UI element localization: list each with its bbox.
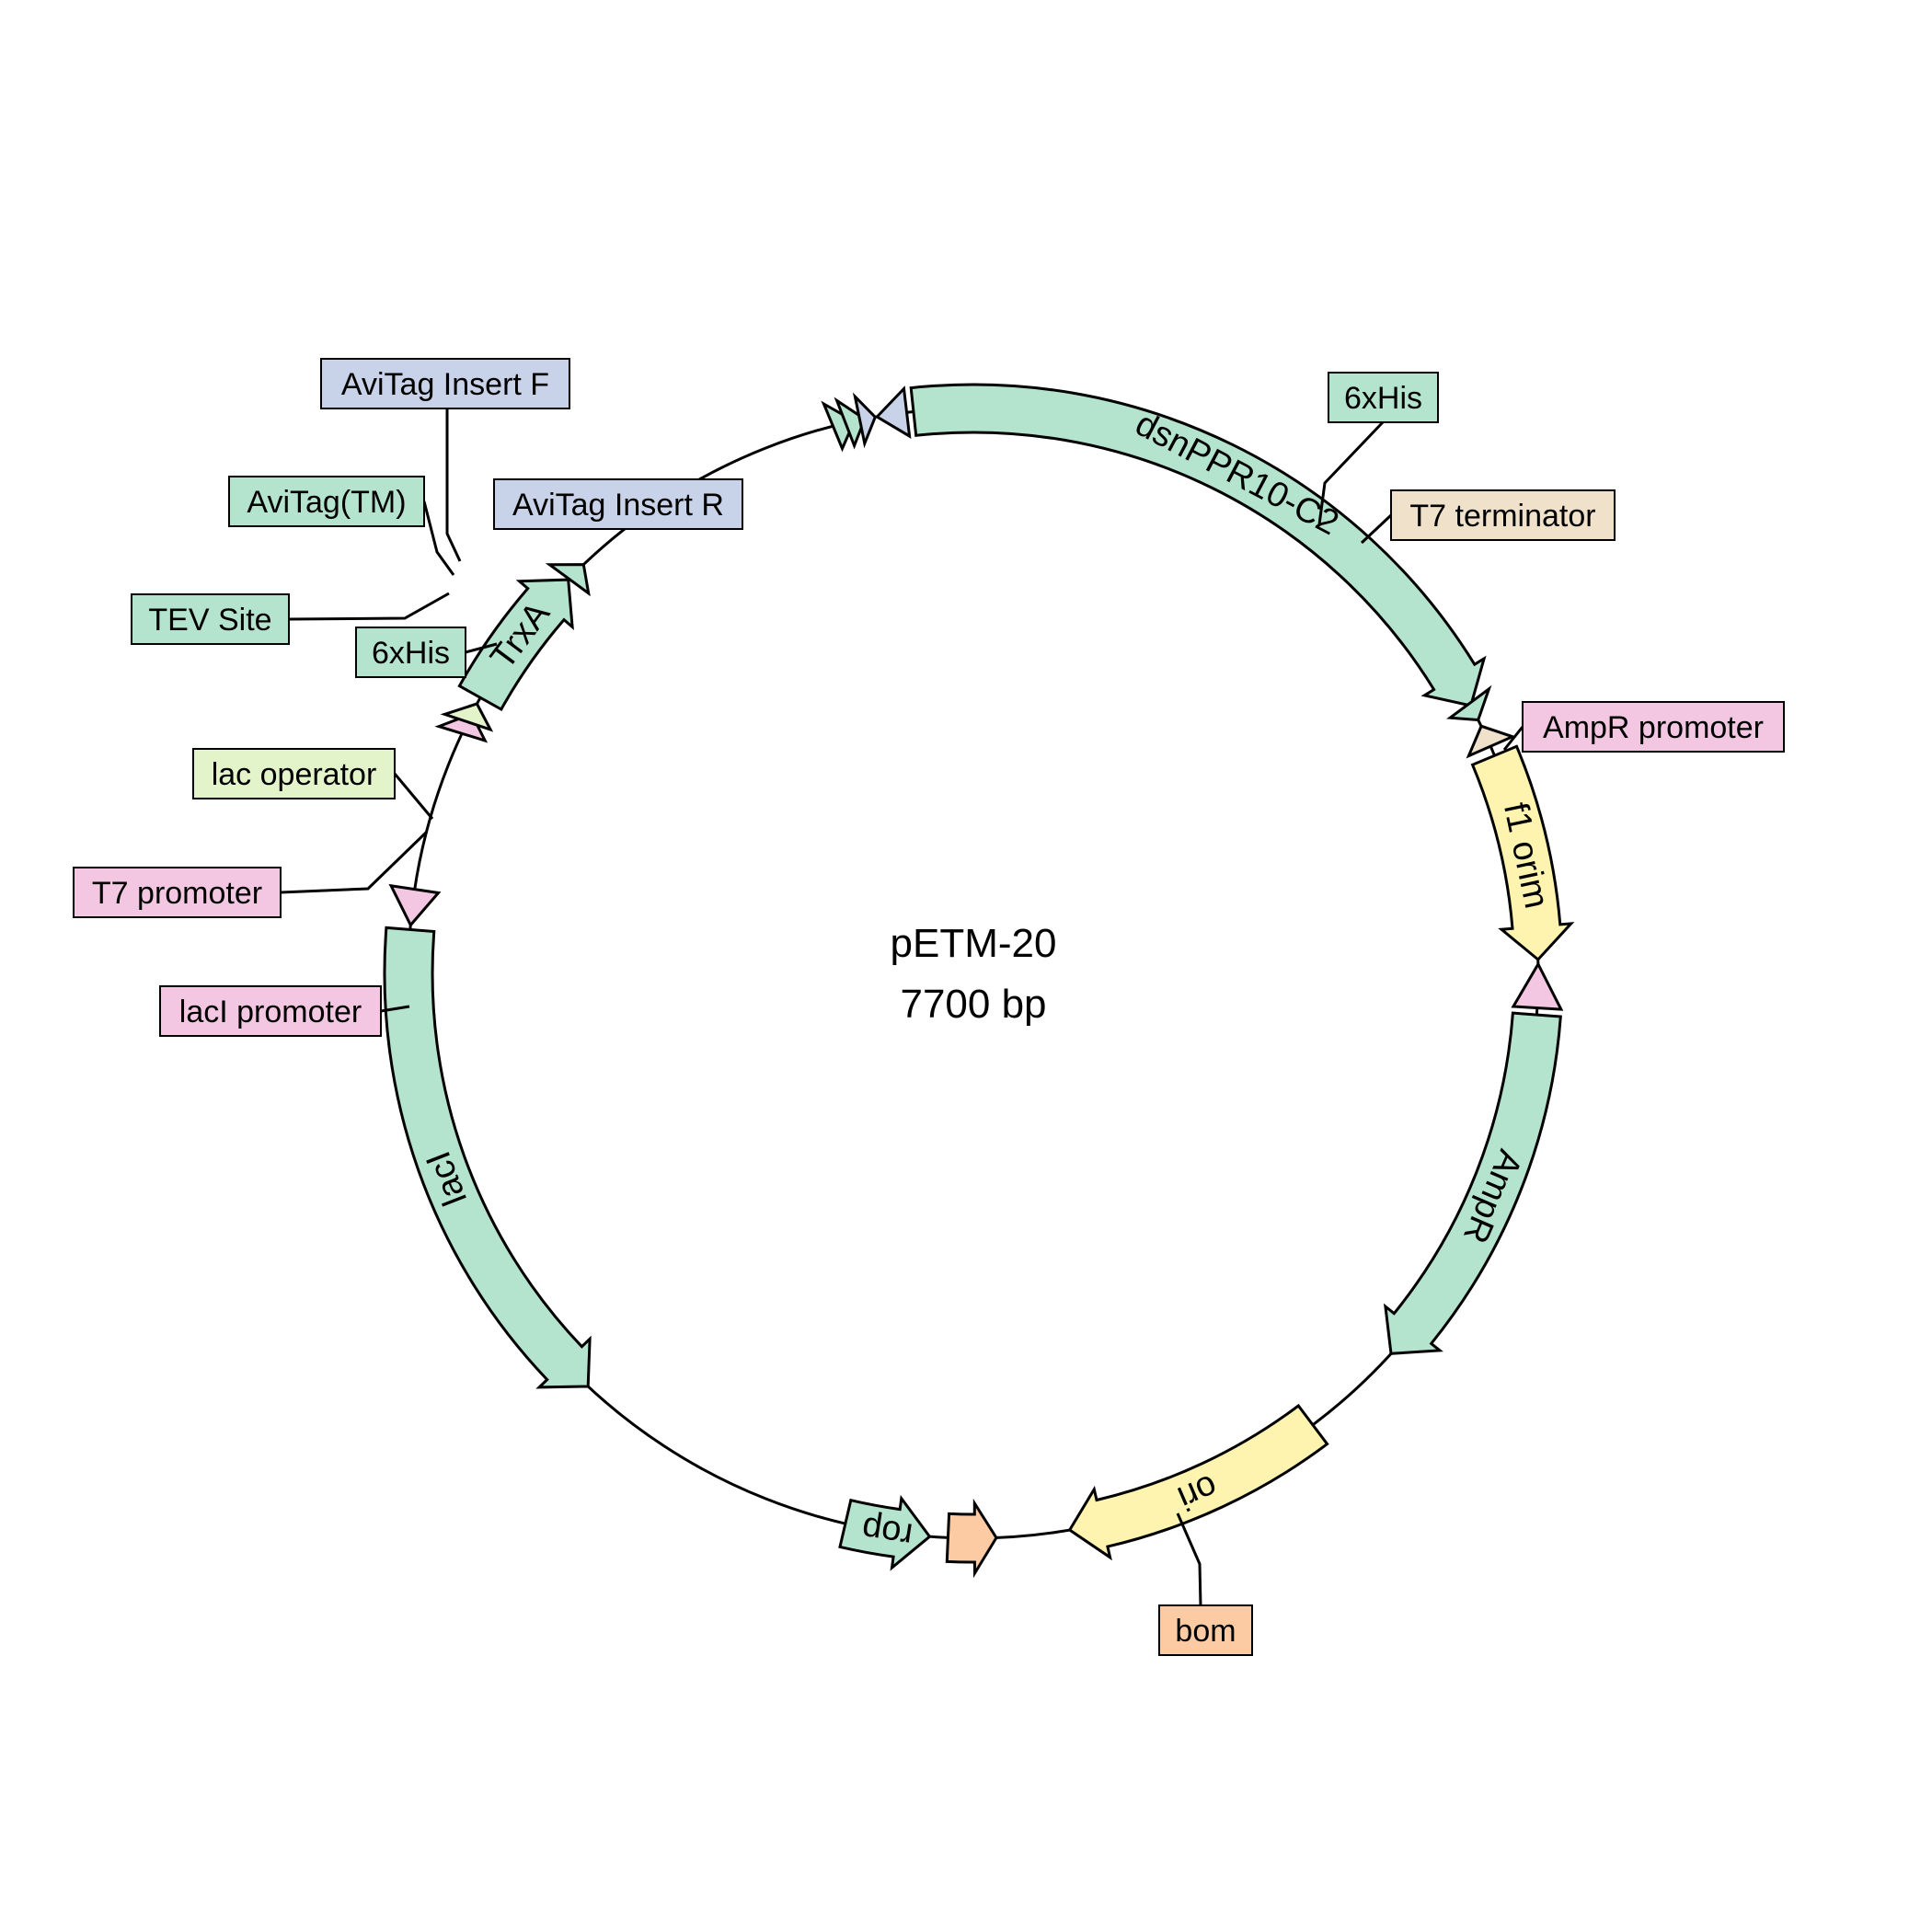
label-6xhis-8-leader [1317, 420, 1385, 525]
label-avitag-insert-f-0[interactable]: AviTag Insert F [320, 358, 570, 409]
feature-avitag-tm-17[interactable] [834, 397, 867, 450]
label-6xhis-4[interactable]: 6xHis [355, 627, 466, 678]
feature-ampr-promoter-4[interactable] [1511, 960, 1564, 1011]
feature-dsnppr10-c2-0-shape[interactable] [909, 383, 1487, 707]
feature-ori-6-shape[interactable] [1067, 1403, 1329, 1561]
label-6xhis-4-box[interactable] [355, 627, 466, 678]
feature-trxa-13[interactable]: TrxA [457, 578, 574, 712]
label-lac-operator-5[interactable]: lac operator [192, 748, 396, 799]
feature-bom-7[interactable] [945, 1498, 998, 1579]
label-ampr-promoter-10[interactable]: AmpR promoter [1522, 701, 1785, 753]
feature-tev-site-16[interactable] [821, 400, 857, 453]
feature-6xhis-1[interactable] [1446, 684, 1492, 722]
label-avitag-insert-r-2[interactable]: AviTag Insert R [493, 478, 743, 530]
label-t7-promoter-6-box[interactable] [73, 867, 282, 918]
label-bom-11-leader [1176, 1512, 1202, 1606]
feature-rop-8-shape[interactable] [838, 1494, 932, 1571]
label-lac-operator-5-box[interactable] [192, 748, 396, 799]
plasmid-size: 7700 bp [900, 982, 1046, 1027]
feature-laci-9[interactable]: lacI [383, 926, 592, 1389]
label-lac-operator-5-leader [393, 773, 434, 820]
label-avitag-tm-1-text: AviTag(TM) [247, 485, 406, 520]
label-tev-site-3-leader [288, 592, 450, 621]
feature-avitag-tm-17-shape[interactable] [834, 397, 867, 450]
plasmid-name: pETM-20 [891, 921, 1057, 966]
feature-f1-orim-3[interactable]: f1 orim [1470, 744, 1575, 962]
label-6xhis-4-leader [465, 642, 498, 654]
label-laci-promoter-7-leader [380, 1005, 410, 1013]
label-ampr-promoter-10-leader [1502, 726, 1524, 751]
feature-tev-site-16-shape[interactable] [821, 400, 857, 453]
label-6xhis-8-text: 6xHis [1344, 381, 1422, 416]
feature-dsnppr10-c2-0-label: dsnPPR10-C2 [1129, 405, 1344, 543]
label-6xhis-4-text: 6xHis [372, 636, 450, 671]
label-ampr-promoter-10-box[interactable] [1522, 701, 1785, 753]
label-avitag-tm-1-leader [422, 500, 455, 576]
feature-avitag-insert-r-15-shape[interactable] [874, 385, 912, 439]
label-t7-promoter-6[interactable]: T7 promoter [73, 867, 282, 918]
label-avitag-insert-f-0-box[interactable] [320, 358, 570, 409]
feature-ampr-5[interactable]: AmpR [1383, 1011, 1562, 1355]
feature-f1-orim-3-shape[interactable] [1470, 744, 1575, 962]
feature-lac-operator-12[interactable] [440, 702, 494, 732]
label-avitag-insert-f-0-leader [445, 408, 462, 562]
label-t7-terminator-9-text: T7 terminator [1409, 499, 1595, 534]
feature-bom-7-shape[interactable] [945, 1498, 998, 1579]
label-leaders [280, 408, 1524, 1606]
feature-dsnppr10-c2-0[interactable]: dsnPPR10-C2 [909, 383, 1487, 707]
feature-labels: AviTag Insert F AviTag(TM) AviTag Insert R… [73, 358, 1785, 1656]
label-tev-site-3-text: TEV Site [148, 603, 271, 638]
label-avitag-tm-1[interactable]: AviTag(TM) [228, 476, 425, 527]
label-avitag-insert-f-0-text: AviTag Insert F [341, 367, 549, 402]
feature-rop-8-label: rop [859, 1509, 915, 1555]
label-avitag-tm-1-box[interactable] [228, 476, 425, 527]
label-ampr-promoter-10-text: AmpR promoter [1543, 710, 1764, 745]
feature-laci-9-shape[interactable] [383, 926, 592, 1389]
label-t7-terminator-9-box[interactable] [1390, 489, 1616, 541]
label-laci-promoter-7-box[interactable] [159, 985, 382, 1037]
label-t7-promoter-6-text: T7 promoter [92, 876, 262, 911]
feature-laci-promoter-10-shape[interactable] [388, 883, 442, 928]
feature-avitag-insert-f-18[interactable] [852, 392, 878, 449]
feature-avitag-insert-f-18-shape[interactable] [852, 392, 878, 449]
label-avitag-insert-r-2-box[interactable] [493, 478, 743, 530]
label-6xhis-8-box[interactable] [1328, 372, 1439, 423]
plasmid-center-title: pETM-20 7700 bp [891, 921, 1057, 1027]
label-tev-site-3-box[interactable] [131, 593, 290, 645]
feature-avitag-insert-r-15[interactable] [874, 385, 912, 439]
label-t7-terminator-9-leader [1360, 513, 1393, 545]
label-t7-promoter-6-leader [280, 830, 429, 894]
feature-lac-operator-12-shape[interactable] [440, 702, 494, 732]
feature-6xhis-14-shape[interactable] [545, 563, 591, 597]
label-lac-operator-5-text: lac operator [212, 757, 377, 792]
label-tev-site-3[interactable]: TEV Site [131, 593, 290, 645]
feature-laci-promoter-10[interactable] [388, 883, 442, 928]
feature-6xhis-1-shape[interactable] [1446, 684, 1492, 722]
label-bom-11-text: bom [1175, 1614, 1236, 1649]
feature-6xhis-14[interactable] [545, 563, 591, 597]
label-avitag-insert-r-2-text: AviTag Insert R [512, 488, 724, 523]
feature-ampr-promoter-4-shape[interactable] [1511, 960, 1564, 1011]
feature-t7-terminator-2[interactable] [1466, 724, 1517, 759]
label-laci-promoter-7[interactable]: lacI promoter [159, 985, 382, 1037]
feature-t7-terminator-2-shape[interactable] [1466, 724, 1517, 759]
label-t7-terminator-9[interactable]: T7 terminator [1390, 489, 1616, 541]
label-laci-promoter-7-text: lacI promoter [179, 995, 362, 1029]
feature-ampr-5-shape[interactable] [1383, 1011, 1562, 1355]
label-bom-11[interactable]: bom [1158, 1604, 1253, 1656]
feature-ori-6[interactable]: ori [1067, 1403, 1329, 1561]
feature-rop-8[interactable]: rop [838, 1494, 932, 1571]
label-6xhis-8[interactable]: 6xHis [1328, 372, 1439, 423]
label-bom-11-box[interactable] [1158, 1604, 1253, 1656]
